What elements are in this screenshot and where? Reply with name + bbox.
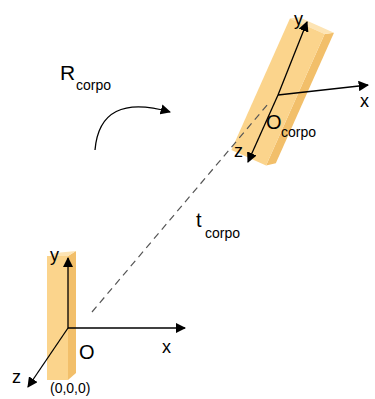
axis-label: x — [360, 92, 369, 110]
origin-axes — [28, 258, 185, 387]
body-axes — [248, 22, 368, 162]
rotation-symbol: R — [60, 62, 75, 83]
origin-label: O — [266, 112, 282, 132]
translation-subscript: corpo — [205, 226, 240, 240]
axis-label: x — [162, 338, 171, 356]
axis-label: y — [294, 10, 303, 28]
body-bar-moved — [231, 14, 334, 169]
translation-symbol: t — [196, 210, 202, 230]
origin-subscript: corpo — [281, 125, 316, 139]
origin-coordinates: (0,0,0) — [50, 381, 90, 395]
axis-label: y — [50, 246, 59, 264]
origin-label: O — [79, 342, 95, 362]
rotation-subscript: corpo — [76, 78, 111, 92]
rotation-arrow — [95, 107, 170, 150]
body-bar-origin — [47, 251, 76, 380]
axis-label: z — [234, 142, 243, 160]
translation-line — [92, 104, 268, 312]
axis-label: z — [12, 368, 21, 386]
